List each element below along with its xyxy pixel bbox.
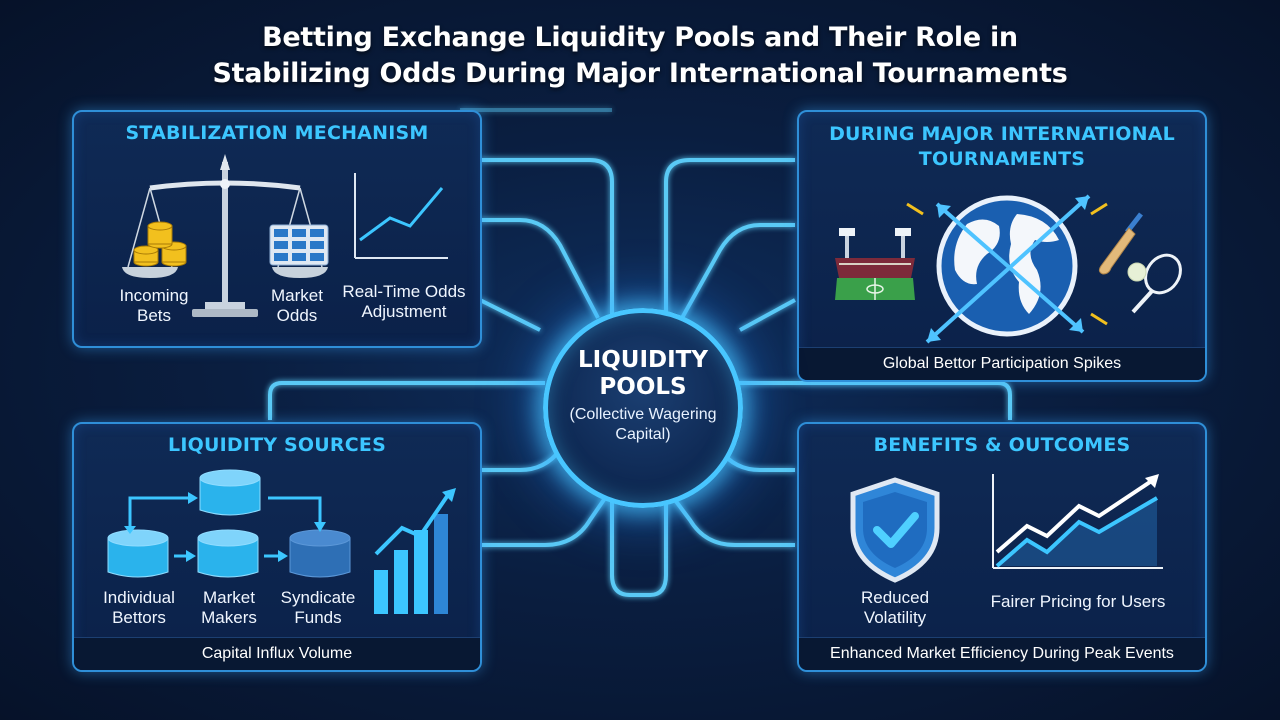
reduced-volatility-label: Reduced Volatility bbox=[845, 588, 945, 628]
hub-title: LIQUIDITY POOLS bbox=[548, 347, 738, 401]
stadium-icon bbox=[835, 228, 915, 300]
hub-subtitle-line-2: Capital) bbox=[615, 426, 671, 443]
market-odds-line-2: Odds bbox=[276, 306, 318, 325]
benefits-title: BENEFITS & OUTCOMES bbox=[873, 434, 1131, 456]
shield-check-icon bbox=[850, 477, 940, 583]
page-title: Betting Exchange Liquidity Pools and The… bbox=[0, 20, 1280, 92]
fairer-pricing-label: Fairer Pricing for Users bbox=[990, 592, 1166, 611]
syndicate-funds-label: Syndicate Funds bbox=[270, 588, 366, 628]
coin-stack-icon bbox=[133, 221, 187, 267]
tournaments-title: DURING MAJOR INTERNATIONAL TOURNAMENTS bbox=[799, 122, 1205, 172]
hub-subtitle-line-1: (Collective Wagering bbox=[569, 406, 717, 423]
syndicate-funds-line-1: Syndicate bbox=[280, 588, 356, 607]
line-chart-icon bbox=[354, 173, 448, 259]
stabilization-panel: STABILIZATION MECHANISM Incoming Bets bbox=[72, 110, 482, 348]
title-line-1: Betting Exchange Liquidity Pools and The… bbox=[262, 22, 1018, 53]
hub-title-line-2: POOLS bbox=[599, 374, 687, 400]
trend-chart-icon bbox=[992, 474, 1163, 569]
benefits-footer: Enhanced Market Efficiency During Peak E… bbox=[799, 637, 1205, 670]
database-flow-icon bbox=[107, 469, 351, 578]
hub-title-line-1: LIQUIDITY bbox=[578, 347, 708, 373]
sources-title: LIQUIDITY SOURCES bbox=[168, 434, 386, 456]
title-line-2: Stabilizing Odds During Major Internatio… bbox=[212, 58, 1068, 89]
bar-chart-icon bbox=[374, 488, 456, 614]
liquidity-pools-hub: LIQUIDITY POOLS (Collective Wagering Cap… bbox=[543, 308, 743, 508]
tournaments-footer: Global Bettor Participation Spikes bbox=[799, 347, 1205, 380]
realtime-odds-line-1: Real-Time Odds bbox=[342, 282, 466, 301]
market-makers-line-1: Market bbox=[203, 588, 255, 607]
cricket-bat-icon bbox=[1098, 212, 1143, 275]
hub-subtitle: (Collective Wagering Capital) bbox=[548, 405, 738, 445]
market-odds-line-1: Market bbox=[271, 286, 323, 305]
balance-scale-icon bbox=[122, 154, 328, 317]
individual-bettors-label: Individual Bettors bbox=[94, 588, 184, 628]
realtime-odds-label: Real-Time Odds Adjustment bbox=[334, 282, 474, 322]
market-odds-label: Market Odds bbox=[250, 286, 344, 326]
market-makers-line-2: Makers bbox=[201, 608, 257, 627]
incoming-bets-line-1: Incoming bbox=[119, 286, 189, 305]
individual-bettors-line-1: Individual bbox=[103, 588, 175, 607]
incoming-bets-line-2: Bets bbox=[136, 306, 172, 325]
tournaments-title-line-2: TOURNAMENTS bbox=[918, 148, 1086, 170]
globe-icon bbox=[906, 194, 1108, 344]
tournaments-title-line-1: DURING MAJOR INTERNATIONAL bbox=[829, 123, 1175, 145]
tournaments-panel: DURING MAJOR INTERNATIONAL TOURNAMENTS G… bbox=[797, 110, 1207, 382]
sources-panel: LIQUIDITY SOURCES Individual Bettors Mar… bbox=[72, 422, 482, 672]
stabilization-title: STABILIZATION MECHANISM bbox=[125, 122, 429, 144]
tennis-racket-icon bbox=[1127, 253, 1182, 314]
incoming-bets-label: Incoming Bets bbox=[104, 286, 204, 326]
syndicate-funds-line-2: Funds bbox=[294, 608, 342, 627]
individual-bettors-line-2: Bettors bbox=[112, 608, 166, 627]
reduced-volatility-line-1: Reduced bbox=[860, 588, 930, 607]
market-makers-label: Market Makers bbox=[184, 588, 274, 628]
realtime-odds-line-2: Adjustment bbox=[361, 302, 447, 321]
reduced-volatility-line-2: Volatility bbox=[863, 608, 927, 627]
sources-footer: Capital Influx Volume bbox=[74, 637, 480, 670]
benefits-panel: BENEFITS & OUTCOMES Reduced Volatility F… bbox=[797, 422, 1207, 672]
odds-board-icon bbox=[269, 224, 329, 266]
